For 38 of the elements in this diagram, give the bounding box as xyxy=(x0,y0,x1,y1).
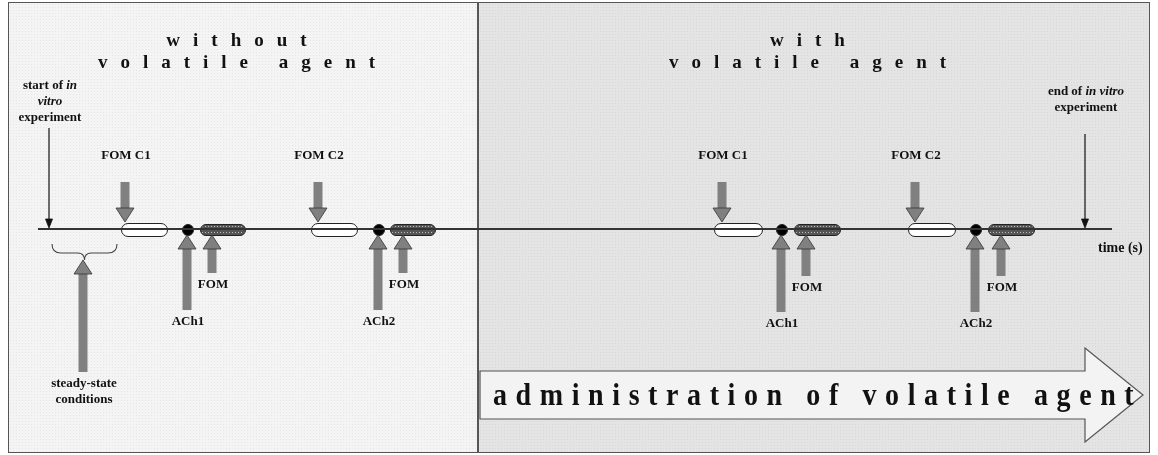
arrow xyxy=(771,234,791,312)
arrow xyxy=(368,234,388,310)
arrow xyxy=(712,182,732,223)
annotation-label: FOM xyxy=(984,279,1020,299)
annotation-label: ACh1 xyxy=(761,315,803,335)
axis-label: time (s) xyxy=(1098,240,1143,256)
arrow xyxy=(965,234,985,312)
arrow xyxy=(1081,133,1089,229)
annotation-label: ACh2 xyxy=(358,313,400,333)
arrow xyxy=(991,234,1011,276)
arrow xyxy=(202,234,222,273)
annotation-label: FOM C1 xyxy=(698,147,748,181)
annotation-label: FOM xyxy=(789,279,825,299)
annotation-label: FOM xyxy=(195,276,231,296)
timeline-panel xyxy=(478,2,1150,453)
arrow xyxy=(115,182,135,223)
annotation-label: FOM C2 xyxy=(294,147,344,181)
annotation-label: start of in vitro experiment xyxy=(10,77,90,127)
timeline-axis xyxy=(38,228,1112,230)
arrow xyxy=(905,182,925,223)
arrow xyxy=(308,182,328,223)
annotation-label: end of in vitro experiment xyxy=(1046,83,1126,133)
annotation-label: FOM C1 xyxy=(101,147,151,181)
annotation-label: FOM C2 xyxy=(891,147,941,181)
arrow-label: administration of volatile agent xyxy=(493,375,1143,415)
arrow xyxy=(177,234,197,310)
panel-title: without volatile agent xyxy=(96,29,390,73)
arrow xyxy=(796,234,816,276)
arrow xyxy=(73,259,93,372)
curly-brace xyxy=(51,244,118,261)
annotation-label: FOM xyxy=(386,276,422,296)
panel-title: with volatile agent xyxy=(667,29,961,73)
annotation-label: ACh1 xyxy=(167,313,209,333)
timeline-panel xyxy=(8,2,478,453)
arrow xyxy=(393,234,413,273)
annotation-label: steady-state conditions xyxy=(39,375,129,413)
annotation-label: ACh2 xyxy=(955,315,997,335)
arrow xyxy=(45,127,53,229)
